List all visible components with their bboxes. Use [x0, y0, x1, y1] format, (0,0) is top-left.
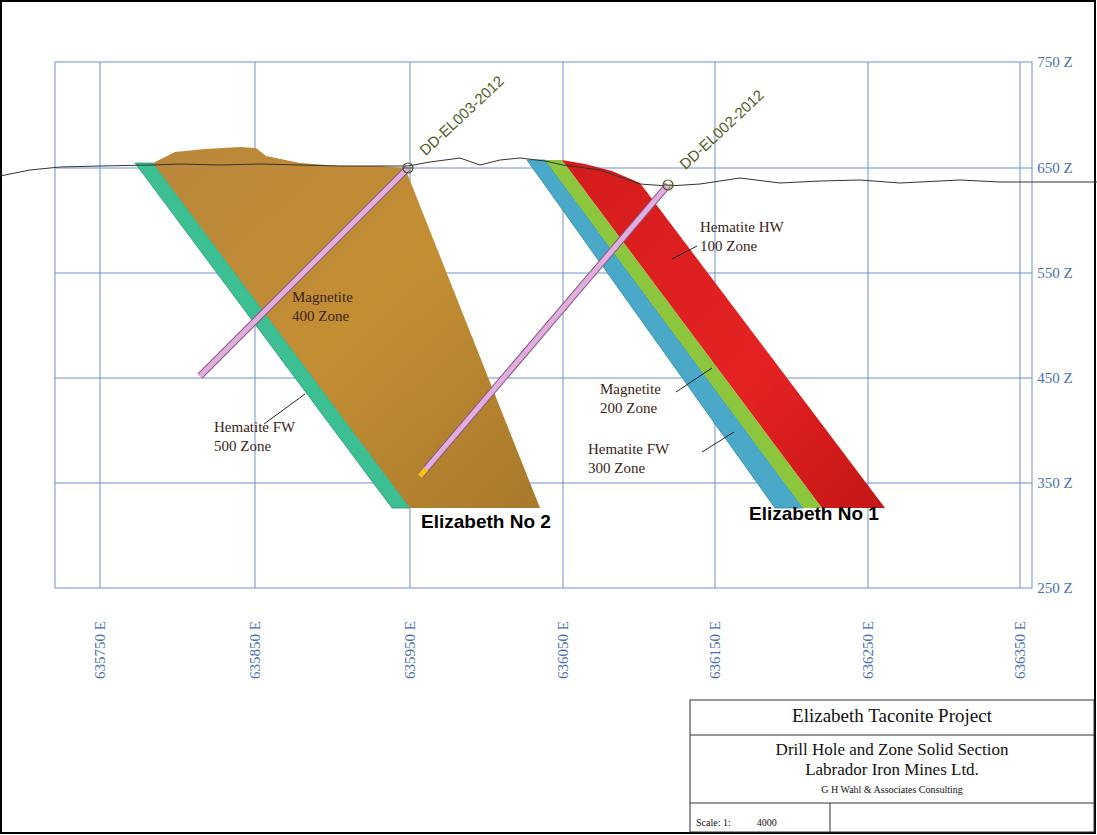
zone-label: Magnetite 400 Zone: [292, 288, 370, 326]
easting-label: 635950 E: [401, 619, 420, 681]
topography-line: [0, 158, 1097, 186]
deposit-name: Elizabeth No 1: [749, 502, 879, 526]
scale-text: 4000: [757, 817, 777, 829]
drill-hole-label: DD-EL002-2012: [676, 86, 768, 174]
title-cell: Drill Hole and Zone Solid Section Labrad…: [690, 735, 1094, 803]
drill-hole: [200, 163, 413, 376]
elevation-label: 750 Z: [1035, 53, 1074, 72]
leader-line: [264, 246, 734, 452]
consultant-text: G H Wahl & Associates Consulting: [696, 784, 1088, 796]
title-cell: Elizabeth Taconite Project: [690, 700, 1094, 735]
easting-label: 636250 E: [859, 619, 878, 681]
elevation-label: 450 Z: [1035, 369, 1074, 388]
deposit-name: Elizabeth No 2: [421, 510, 551, 534]
easting-label: 636350 E: [1011, 619, 1030, 681]
drill-hole: [420, 180, 673, 476]
elevation-label: 350 Z: [1035, 474, 1074, 493]
easting-label: 636150 E: [706, 619, 725, 681]
magnetite-200-zone: [545, 160, 822, 508]
magnetite-400-zone: [153, 147, 540, 508]
scale-cell: Scale: 1: 4000: [690, 803, 830, 835]
zone-label: Magnetite 200 Zone: [600, 380, 678, 418]
hematite-fw-300-zone: [527, 160, 803, 508]
easting-label: 635850 E: [246, 619, 265, 681]
coordinate-grid: [55, 62, 1032, 588]
elevation-label: 250 Z: [1035, 579, 1074, 598]
hematite-hw-100-zone: [562, 160, 885, 508]
elevation-label: 650 Z: [1035, 159, 1074, 178]
title-text: Elizabeth Taconite Project: [696, 705, 1088, 728]
zone-label: Hematite HW 100 Zone: [700, 218, 800, 256]
zone-label: Hematite FW 500 Zone: [214, 418, 310, 456]
scale-text: Scale: 1:: [696, 817, 731, 829]
elevation-label: 550 Z: [1035, 264, 1074, 283]
title-text: Drill Hole and Zone Solid Section Labrad…: [757, 740, 1027, 781]
zone-label: Hematite FW 300 Zone: [588, 440, 684, 478]
easting-label: 636050 E: [554, 619, 573, 681]
title-block-frame: [690, 700, 1094, 832]
drill-hole-label: DD-EL003-2012: [416, 72, 508, 160]
easting-label: 635750 E: [91, 619, 110, 681]
